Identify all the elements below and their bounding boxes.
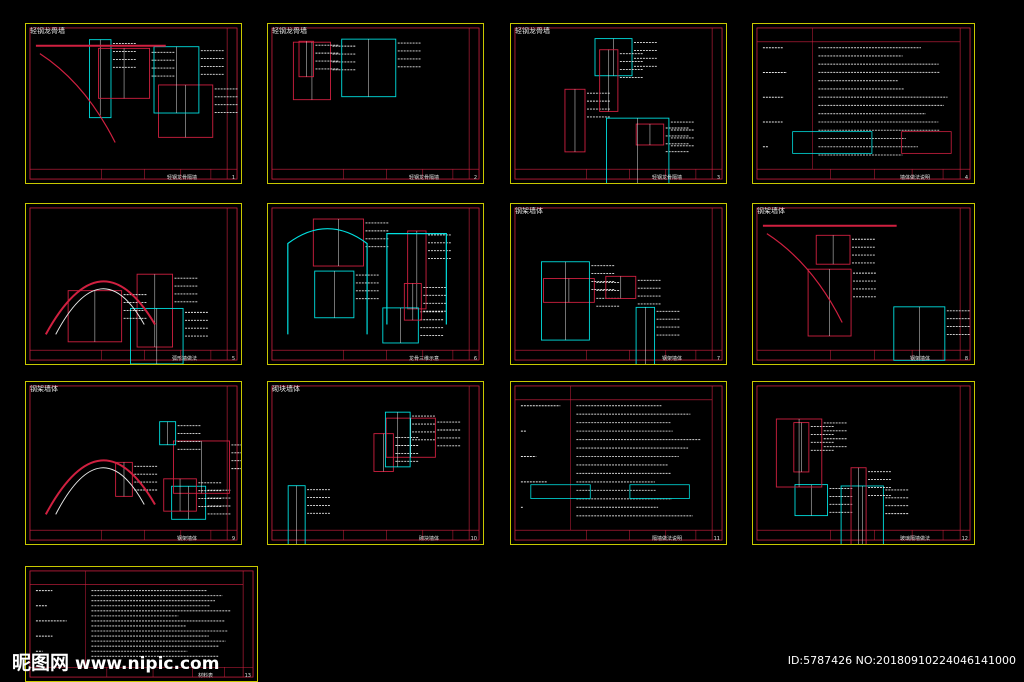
sheet-number: 12 bbox=[961, 536, 968, 542]
sheet-drawing bbox=[514, 27, 723, 183]
drawing-sheet: 轻钢龙骨墙轻钢龙骨隔墙 3 bbox=[510, 23, 727, 184]
drawing-sheet: 墙体做法说明 4 bbox=[752, 23, 975, 184]
sheet-title: 轻钢龙骨墙 bbox=[272, 27, 307, 35]
sheet-name: 隔墙做法说明 bbox=[651, 536, 682, 542]
sheet-drawing bbox=[756, 385, 971, 544]
drawing-sheet: 玻璃隔墙做法 12 bbox=[752, 381, 975, 545]
sheet-number: 3 bbox=[716, 175, 720, 181]
sheet-title: 钢架墙体 bbox=[757, 207, 785, 215]
sheet-drawing bbox=[29, 570, 254, 678]
sheet-name: 材料表 bbox=[197, 673, 213, 679]
sheet-name: 轻钢龙骨隔墙 bbox=[651, 175, 682, 181]
sheet-number: 2 bbox=[473, 175, 477, 181]
sheet-name: 钢架墙体 bbox=[909, 356, 930, 362]
sheet-title: 砌块墙体 bbox=[272, 385, 300, 393]
sheet-number: 5 bbox=[231, 356, 235, 362]
sheet-name: 轻钢龙骨隔墙 bbox=[166, 175, 197, 181]
sheet-number: 6 bbox=[473, 356, 477, 362]
sheet-drawing bbox=[514, 207, 723, 364]
sheet-drawing bbox=[271, 385, 480, 544]
sheet-title: 轻钢龙骨墙 bbox=[515, 27, 550, 35]
sheet-name: 龙骨三维示意 bbox=[408, 356, 439, 362]
sheet-drawing bbox=[29, 27, 239, 180]
sheet-title: 钢架墙体 bbox=[515, 207, 543, 215]
sheet-drawing bbox=[29, 385, 241, 541]
sheet-title: 钢架墙体 bbox=[30, 385, 58, 393]
sheet-name: 玻璃隔墙做法 bbox=[899, 536, 930, 542]
sheet-name: 弧形墙做法 bbox=[171, 356, 197, 362]
sheet-name: 墙体做法说明 bbox=[899, 175, 930, 181]
drawing-sheet: 隔墙做法说明 11 bbox=[510, 381, 727, 545]
drawing-sheet: 弧形墙做法 5 bbox=[25, 203, 242, 365]
sheet-number: 9 bbox=[231, 536, 235, 542]
sheet-drawing bbox=[756, 207, 971, 361]
watermark-url: www.nipic.com bbox=[75, 654, 220, 674]
sheet-drawing bbox=[756, 27, 971, 180]
watermark-id: ID:5787426 NO:20180910224046141000 bbox=[787, 654, 1016, 667]
sheet-drawing bbox=[271, 207, 480, 361]
sheet-title: 轻钢龙骨墙 bbox=[30, 27, 65, 35]
sheet-name: 砌块墙体 bbox=[418, 536, 439, 542]
sheet-name: 轻钢龙骨隔墙 bbox=[408, 175, 439, 181]
sheet-name: 钢架墙体 bbox=[661, 356, 682, 362]
sheet-number: 13 bbox=[244, 673, 251, 679]
drawing-sheet: 轻钢龙骨墙轻钢龙骨隔墙 2 bbox=[267, 23, 484, 184]
drawing-sheet: 轻钢龙骨墙轻钢龙骨隔墙 1 bbox=[25, 23, 242, 184]
sheet-number: 7 bbox=[716, 356, 720, 362]
sheet-number: 4 bbox=[964, 175, 968, 181]
sheet-drawing bbox=[271, 27, 480, 180]
sheet-number: 8 bbox=[964, 356, 968, 362]
sheet-drawing bbox=[29, 207, 238, 364]
sheet-number: 10 bbox=[470, 536, 477, 542]
sheet-name: 钢架墙体 bbox=[176, 536, 197, 542]
sheet-number: 1 bbox=[231, 175, 235, 181]
sheet-drawing bbox=[514, 385, 723, 541]
drawing-sheet: 龙骨三维示意 6 bbox=[267, 203, 484, 365]
sheet-number: 11 bbox=[713, 536, 720, 542]
watermark-brand-name: 昵图网 bbox=[12, 652, 70, 674]
